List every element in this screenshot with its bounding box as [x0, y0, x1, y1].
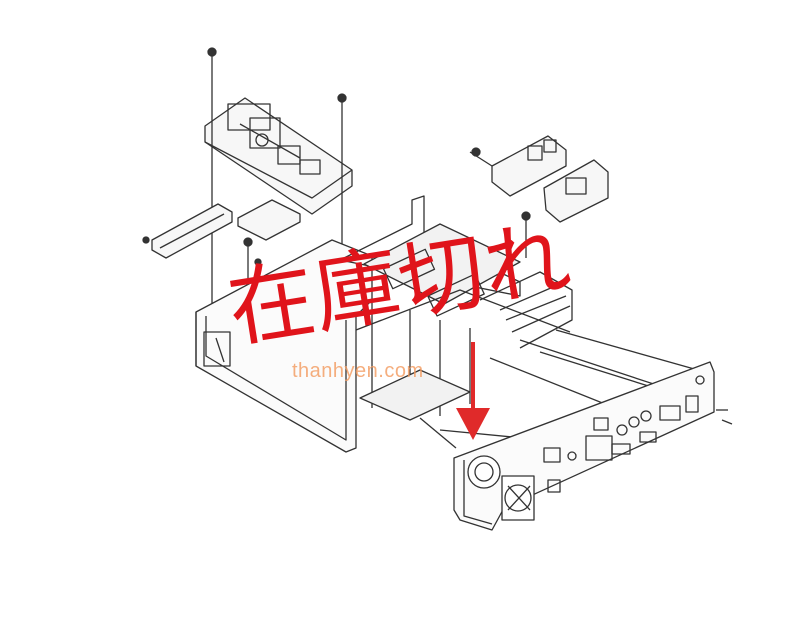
rear-panel [453, 361, 733, 531]
down-arrow-icon [456, 342, 490, 440]
side-bracket [151, 199, 301, 259]
io-small-board [469, 135, 609, 223]
watermark-text: thanhyen.com [292, 360, 424, 382]
main-chassis [195, 195, 573, 453]
power-supply-board [204, 97, 353, 215]
screw-heads [142, 47, 531, 266]
